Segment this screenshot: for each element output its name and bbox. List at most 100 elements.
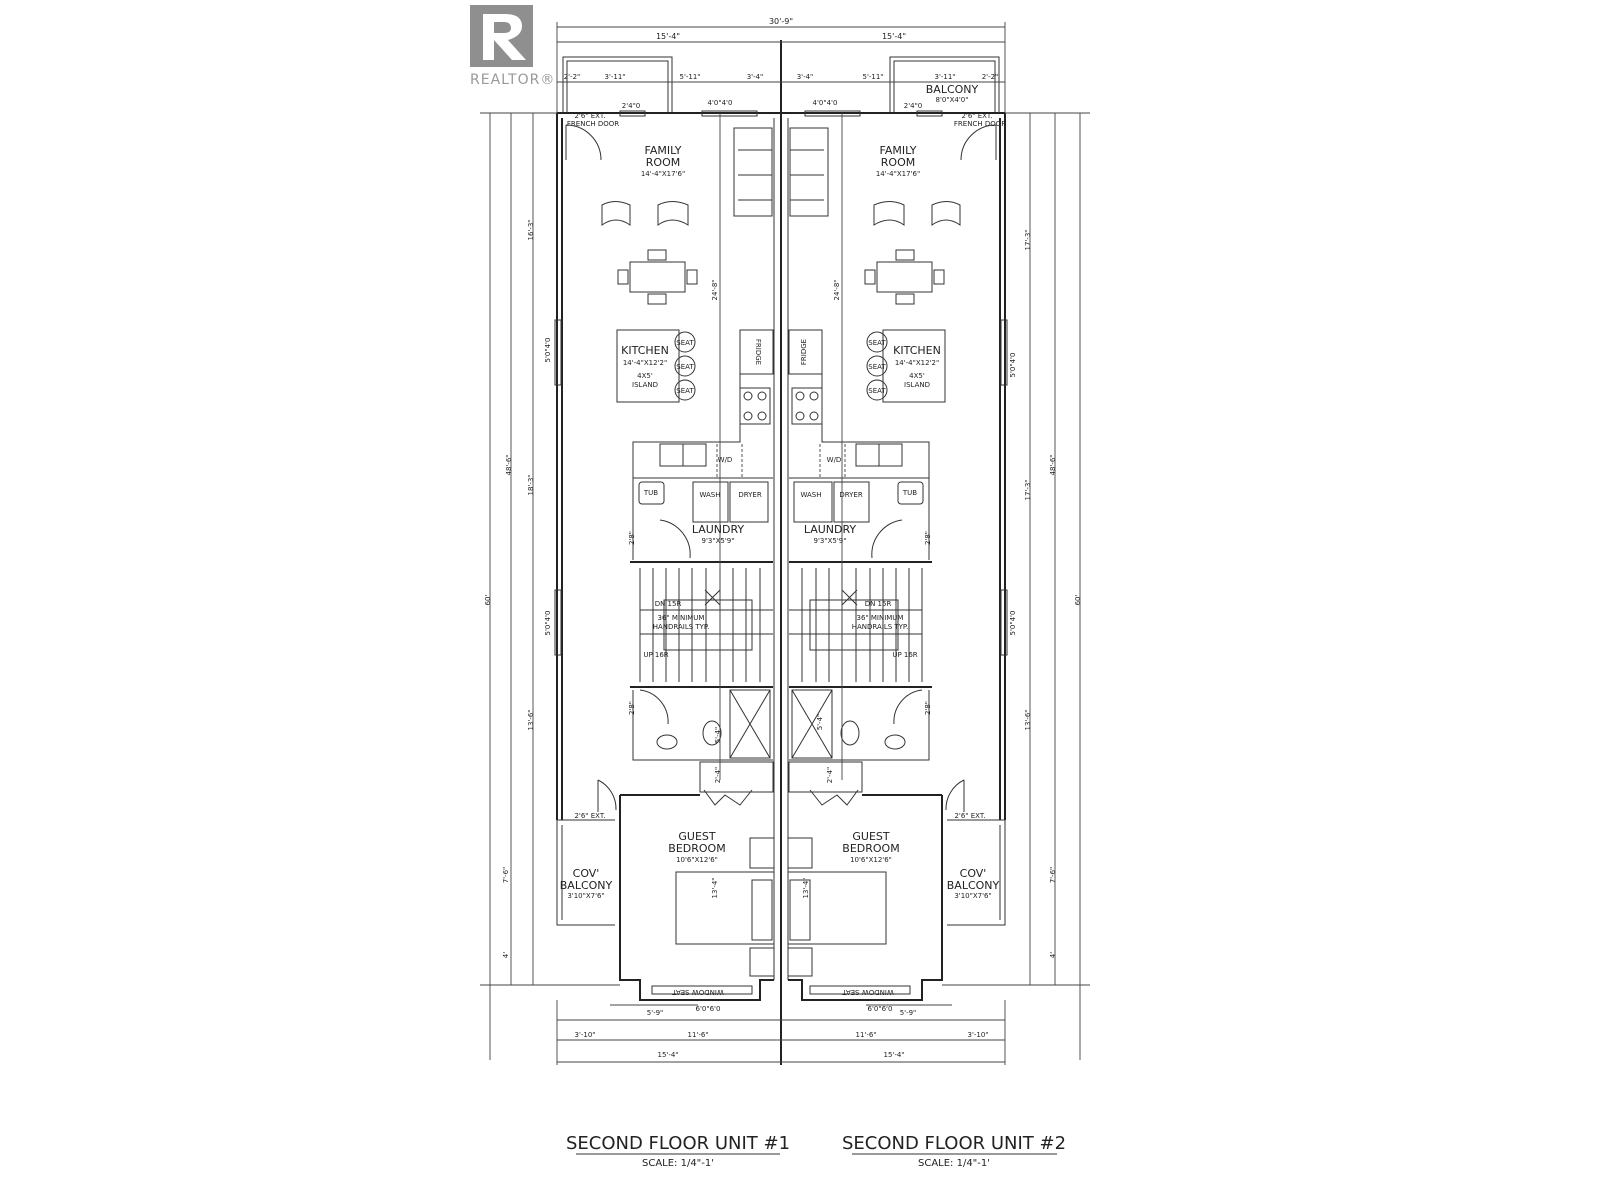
stairs-up-label: UP 16R [643, 651, 668, 659]
realtor-logo: REALTOR® [470, 5, 555, 88]
dim: 5'-4" [816, 714, 824, 731]
dim-window: 2'4"0 [904, 102, 923, 110]
dim: 2'8" [924, 701, 932, 715]
dim-top: 2'-2" [564, 73, 581, 81]
island-label: ISLAND [904, 381, 930, 389]
wash-label: WASH [699, 491, 720, 499]
wd-label: W/D [718, 456, 733, 464]
dimension-lines [480, 22, 1090, 1065]
dim: 16'-3" [527, 219, 535, 240]
room-size: 9'3"X5'9" [814, 537, 847, 545]
dryer-label: DRYER [839, 491, 863, 499]
stairs-down-label: DN 15R [655, 600, 682, 608]
dim: 6'0"6'0 [696, 1005, 721, 1013]
room-size: 9'3"X5'9" [702, 537, 735, 545]
room-size: 14'-4"X17'6" [641, 170, 685, 178]
cov-balcony-unit2: 2'6" EXT. COV' BALCONY 3'10"X7'6" [947, 812, 1000, 900]
dim-unit1-width: 15'-4" [656, 32, 680, 41]
wd-label: W/D [827, 456, 842, 464]
unit-1-plan [554, 56, 782, 1001]
room-size: 10'6"X12'6" [850, 856, 892, 864]
room-name: KITCHEN [893, 344, 941, 357]
ext-door-label: 2'6" EXT. [954, 812, 985, 820]
room-name: LAUNDRY [692, 523, 745, 536]
dim-top: 2'-2" [982, 73, 999, 81]
dim: 5'0"4'0 [544, 611, 552, 636]
plan-title: SECOND FLOOR UNIT #2 [842, 1133, 1066, 1154]
kitchen-unit2: KITCHEN 14'-4"X12'2" 4X5' ISLAND SEAT SE… [800, 339, 941, 395]
kitchen-unit1: KITCHEN 14'-4"X12'2" 4X5' ISLAND SEAT SE… [621, 339, 762, 395]
dim: 18'-3" [527, 474, 535, 495]
ext-door-label: 2'6" EXT. [574, 812, 605, 820]
seat-label: SEAT [868, 387, 886, 395]
room-size: 14'-4"X12'2" [623, 359, 667, 367]
dim: 48'-6" [1049, 454, 1057, 475]
dim-window: 2'4"0 [622, 102, 641, 110]
dim: 3'-10" [967, 1031, 988, 1039]
room-name: COV' [960, 867, 987, 880]
plan-scale: SCALE: 1/4"-1' [918, 1158, 990, 1169]
seat-label: SEAT [868, 363, 886, 371]
seat-label: SEAT [868, 339, 886, 347]
room-name: BEDROOM [668, 842, 725, 855]
dim-top: 3'-11" [934, 73, 955, 81]
guest-bedroom-unit1: GUEST BEDROOM 10'6"X12'6" WINDOW SEAT [668, 830, 725, 996]
dim: 11'-6" [687, 1031, 708, 1039]
title-unit2: SECOND FLOOR UNIT #2 SCALE: 1/4"-1' [842, 1133, 1066, 1169]
stairs-up-label: UP 16R [892, 651, 917, 659]
dim: 4' [502, 952, 510, 958]
stairs-unit2: DN 15R 36" MINIMUM HANDRAILS TYP. UP 16R [852, 600, 918, 659]
guest-bedroom-unit2: GUEST BEDROOM 10'6"X12'6" WINDOW SEAT [841, 830, 899, 996]
dim: 2'8" [628, 531, 636, 545]
svg-text:REALTOR®: REALTOR® [470, 72, 555, 88]
dim-window: 4'0"4'0 [813, 99, 838, 107]
dim-top: 5'-11" [862, 73, 883, 81]
vertical-dimensions: 60' 48'-6" 16'-3" 18'-3" 13'-6" 7'-6" 4'… [484, 219, 1082, 958]
handrail-note: 36" MINIMUM [658, 614, 705, 622]
dim: 2'-4" [714, 767, 722, 784]
dim: 4' [1049, 952, 1057, 958]
window-seat-label: WINDOW SEAT [841, 988, 893, 996]
fridge-label: FRIDGE [754, 339, 762, 365]
dim: 7'-6" [502, 867, 510, 884]
dim-top: 3'-11" [604, 73, 625, 81]
dim: 5'0"4'0 [544, 338, 552, 363]
room-name: ROOM [881, 156, 915, 169]
title-unit1: SECOND FLOOR UNIT #1 SCALE: 1/4"-1' [566, 1133, 790, 1169]
room-name: KITCHEN [621, 344, 669, 357]
family-room-unit1: FAMILY ROOM 14'-4"X17'6" [641, 144, 685, 178]
dim: 7'-6" [1049, 867, 1057, 884]
family-room-unit2: FAMILY ROOM 14'-4"X17'6" [876, 144, 920, 178]
plan-scale: SCALE: 1/4"-1' [642, 1158, 714, 1169]
laundry-unit2: W/D TUB WASH DRYER LAUNDRY 9'3"X5'9" [800, 456, 917, 545]
dim-top: 3'-4" [797, 73, 814, 81]
room-name: ROOM [646, 156, 680, 169]
french-door-label: FRENCH DOOR [567, 120, 619, 128]
dim-top: 3'-4" [747, 73, 764, 81]
room-size: 10'6"X12'6" [676, 856, 718, 864]
wash-label: WASH [800, 491, 821, 499]
window-seat-label: WINDOW SEAT [671, 988, 723, 996]
room-name: GUEST [852, 830, 890, 843]
dim: 5'-4" [714, 727, 722, 744]
room-size: 3'10"X7'6" [567, 892, 604, 900]
room-name: BALCONY [560, 879, 613, 892]
room-name: FAMILY [645, 144, 682, 157]
dim: 5'0"4'0 [1009, 353, 1017, 378]
island-label: 4X5' [637, 372, 653, 380]
room-name: COV' [573, 867, 600, 880]
dim: 13'-6" [527, 709, 535, 730]
room-size: 3'10"X7'6" [954, 892, 991, 900]
dim: 3'-10" [574, 1031, 595, 1039]
room-name: BEDROOM [842, 842, 899, 855]
dryer-label: DRYER [738, 491, 762, 499]
stairs-unit1: DN 15R 36" MINIMUM HANDRAILS TYP. UP 16R [643, 600, 709, 659]
dim: 13'-4" [802, 877, 810, 898]
seat-label: SEAT [676, 387, 694, 395]
dim: 2'-4" [826, 767, 834, 784]
seat-label: SEAT [676, 363, 694, 371]
island-label: ISLAND [632, 381, 658, 389]
dim: 15'-4" [657, 1051, 678, 1059]
dim-unit2-width: 15'-4" [882, 32, 906, 41]
